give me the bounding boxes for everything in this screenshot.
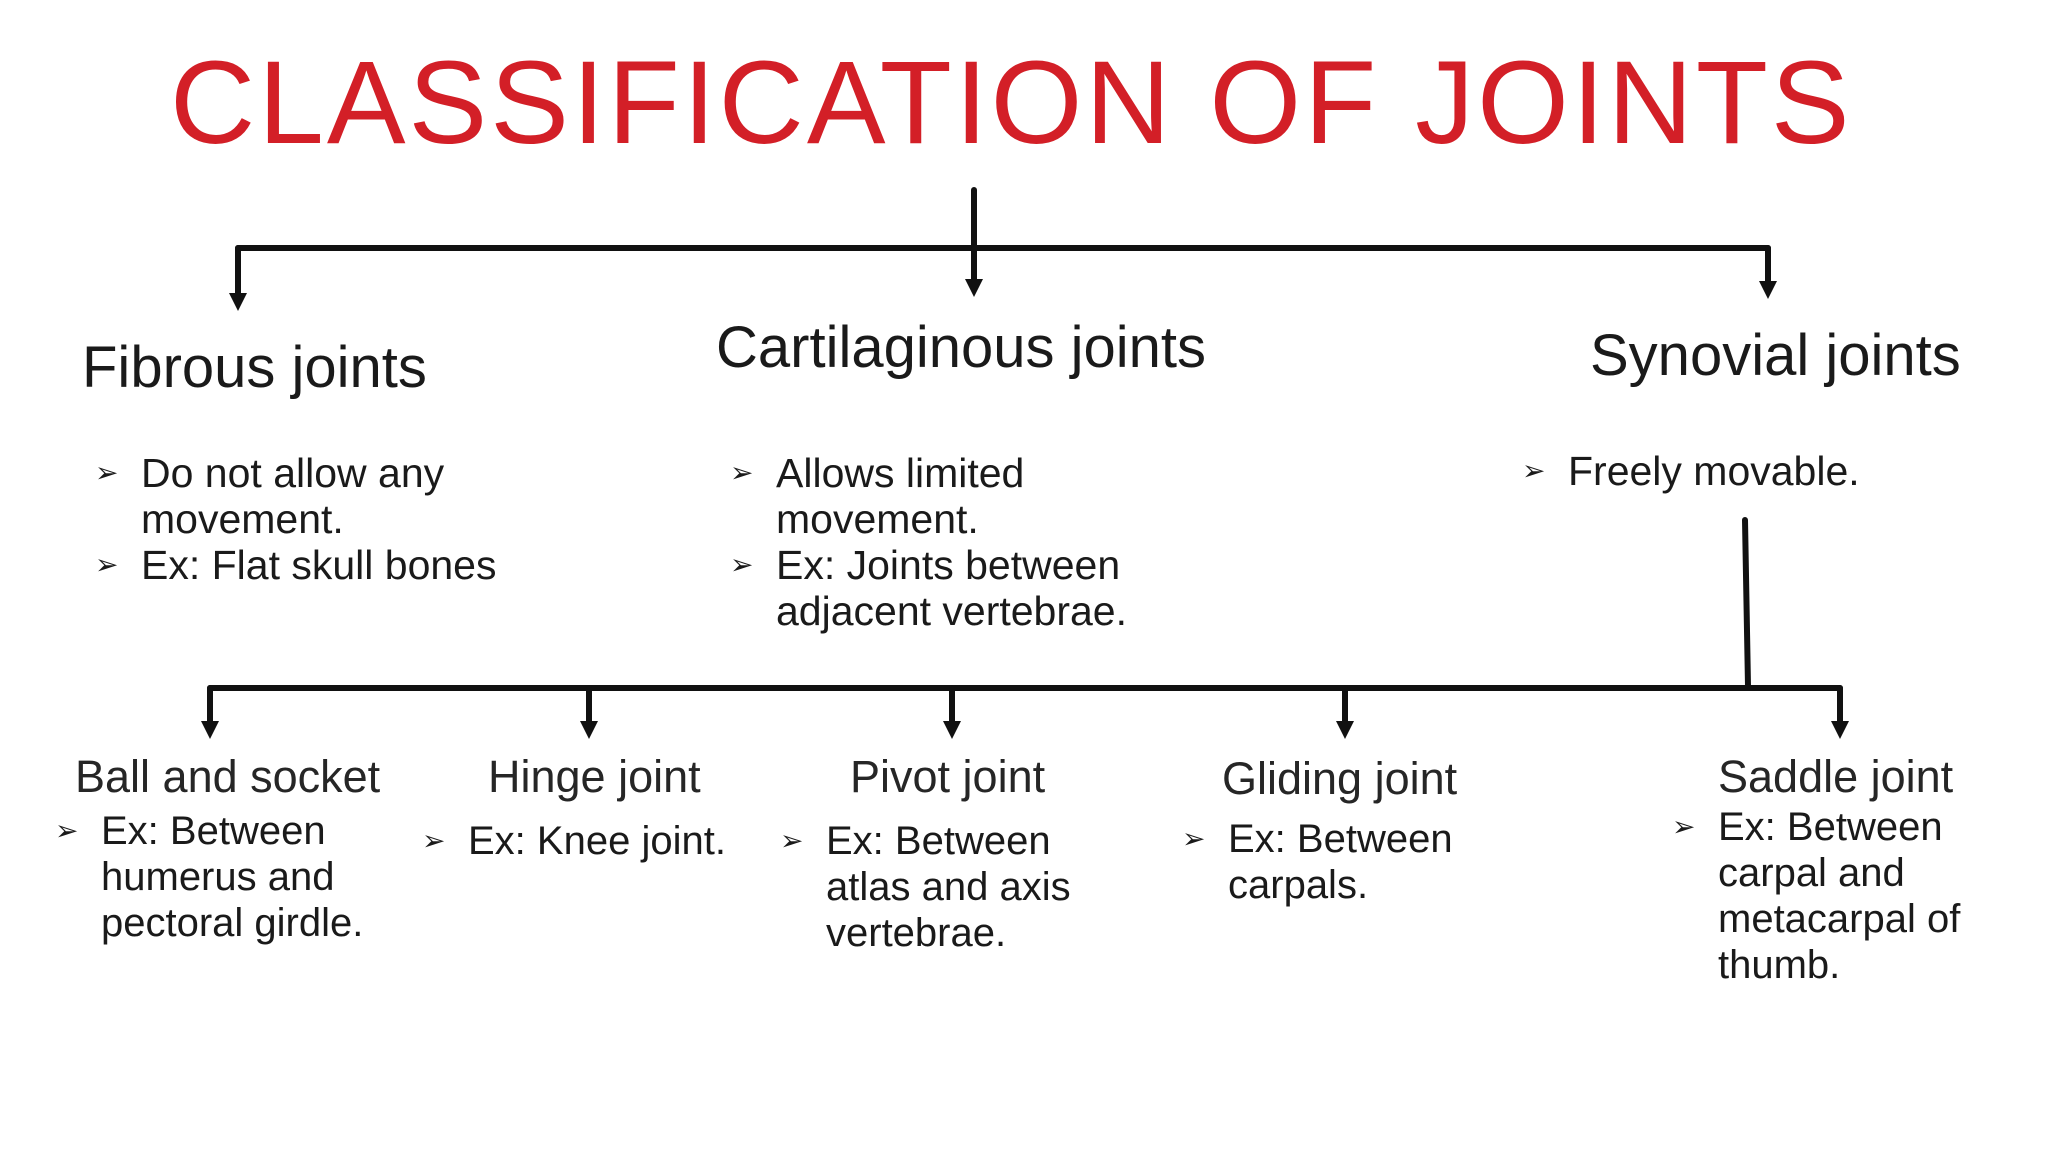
arrowhead-bullet-icon: ➢ [95, 456, 119, 489]
bullet-text: Ex: Flat skull bones [141, 542, 497, 588]
bullet-text: Ex: Between carpals. [1228, 817, 1453, 907]
pivot-joint-heading: Pivot joint [850, 751, 1046, 802]
hinge-joint-heading: Hinge joint [488, 751, 701, 802]
arrowhead-bullet-icon: ➢ [1522, 454, 1546, 487]
arrowhead-bullet-icon: ➢ [730, 456, 754, 489]
bullet-text: Ex: Between atlas and axis vertebrae. [826, 819, 1071, 955]
bullet-item: ➢ Ex: Between humerus and pectoral girdle… [55, 808, 395, 946]
fibrous-joints-heading: Fibrous joints [82, 335, 427, 400]
bullet-text: Ex: Between humerus and pectoral girdle. [101, 809, 364, 945]
arrowhead-bullet-icon: ➢ [55, 814, 79, 847]
synovial-joints-bullets: ➢ Freely movable. [1522, 448, 1962, 494]
synovial-joints-heading: Synovial joints [1590, 323, 1961, 388]
arrowhead-bullet-icon: ➢ [95, 548, 119, 581]
arrowhead-bullet-icon: ➢ [1672, 810, 1696, 843]
ball-and-socket-heading: Ball and socket [75, 751, 381, 802]
bullet-item: ➢ Ex: Flat skull bones [95, 542, 515, 588]
bullet-item: ➢ Ex: Joints between adjacent vertebrae. [730, 542, 1170, 634]
bullet-item: ➢ Ex: Between carpals. [1182, 816, 1502, 908]
bullet-text: Ex: Knee joint. [468, 819, 726, 863]
bullet-item: ➢ Ex: Knee joint. [422, 818, 742, 864]
bullet-text: Do not allow any movement. [141, 450, 445, 542]
fibrous-joints-bullets: ➢ Do not allow any movement. ➢ Ex: Flat sk… [95, 450, 515, 588]
bullet-item: ➢ Do not allow any movement. [95, 450, 515, 542]
bullet-item: ➢ Allows limited movement. [730, 450, 1170, 542]
saddle-joint-bullets: ➢ Ex: Between carpal and metacarpal of th… [1672, 804, 1992, 988]
cartilaginous-joints-bullets: ➢ Allows limited movement. ➢ Ex: Joints be… [730, 450, 1170, 634]
arrowhead-bullet-icon: ➢ [422, 824, 446, 857]
bullet-text: Ex: Joints between adjacent vertebrae. [776, 542, 1128, 634]
synovial-stem-line [1742, 517, 1751, 689]
arrowhead-bullet-icon: ➢ [1182, 822, 1206, 855]
bullet-text: Freely movable. [1568, 448, 1860, 494]
bullet-text: Allows limited movement. [776, 450, 1025, 542]
pivot-joint-bullets: ➢ Ex: Between atlas and axis vertebrae. [780, 818, 1100, 956]
cartilaginous-joints-heading: Cartilaginous joints [716, 315, 1207, 380]
saddle-joint-heading: Saddle joint [1718, 751, 1954, 802]
gliding-joint-bullets: ➢ Ex: Between carpals. [1182, 816, 1502, 908]
bullet-item: ➢ Ex: Between atlas and axis vertebrae. [780, 818, 1100, 956]
ball-and-socket-bullets: ➢ Ex: Between humerus and pectoral girdle… [55, 808, 395, 946]
gliding-joint-heading: Gliding joint [1222, 753, 1458, 804]
bullet-text: Ex: Between carpal and metacarpal of thu… [1718, 805, 1961, 987]
hinge-joint-bullets: ➢ Ex: Knee joint. [422, 818, 742, 864]
arrowhead-bullet-icon: ➢ [780, 824, 804, 857]
bullet-item: ➢ Ex: Between carpal and metacarpal of th… [1672, 804, 1992, 988]
bullet-item: ➢ Freely movable. [1522, 448, 1962, 494]
arrowhead-bullet-icon: ➢ [730, 548, 754, 581]
diagram-title: CLASSIFICATION OF JOINTS [170, 37, 1853, 169]
